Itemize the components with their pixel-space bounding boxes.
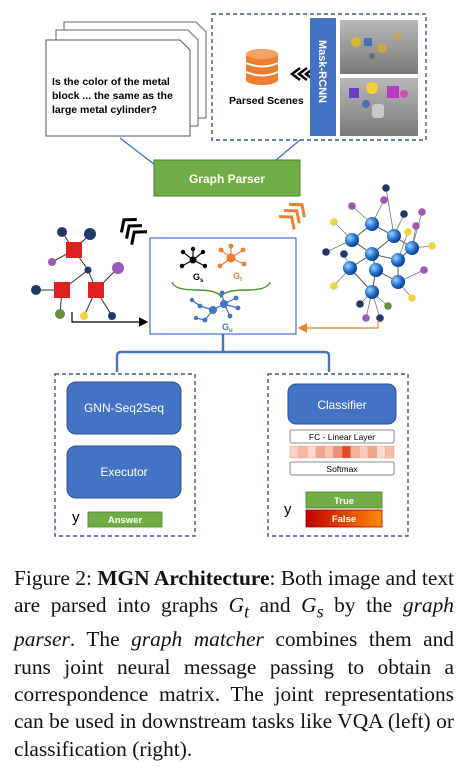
scene-graph-node xyxy=(382,184,390,192)
heatmap-cell xyxy=(385,445,395,459)
text-graph-node xyxy=(88,282,104,298)
heatmap-cell xyxy=(359,445,369,459)
scene-graph-node xyxy=(404,228,412,236)
chevron-down-right-icon xyxy=(278,202,306,230)
heatmap-cell xyxy=(367,445,377,459)
scene-graph-node xyxy=(348,202,356,210)
text-graph-node xyxy=(66,242,82,258)
svg-text:Gs: Gs xyxy=(193,272,204,284)
fc-linear-layer-label: FC - Linear Layer xyxy=(309,432,375,442)
scene-graph-node xyxy=(356,300,364,308)
scene-graph-node xyxy=(408,294,416,302)
scene-image-bottom xyxy=(340,78,418,136)
graph-parser-label: Graph Parser xyxy=(189,172,265,186)
joint-graph-icon: Gu xyxy=(189,290,241,334)
scene-graph xyxy=(322,184,436,322)
scene-graph-node xyxy=(343,261,357,275)
parsed-scenes-label: Parsed Scenes xyxy=(229,95,304,107)
chevron-down-left-icon xyxy=(119,218,148,245)
heatmap-cell xyxy=(341,445,351,459)
heatmap-cell xyxy=(333,445,343,459)
text-graph-node xyxy=(54,282,70,298)
question-line-2: block ... the same as the xyxy=(52,90,173,102)
database-icon xyxy=(245,49,279,85)
scene-graph-node xyxy=(418,208,426,216)
scene-graph-node xyxy=(384,302,392,310)
graph-matcher-box: Gs Gt xyxy=(149,237,297,335)
svg-text:Gt: Gt xyxy=(233,271,242,283)
scene-graph-node xyxy=(412,222,420,230)
scene-graph-node xyxy=(365,247,379,261)
heatmap-cell xyxy=(324,445,334,459)
scene-graph-node xyxy=(400,210,408,218)
scene-graph-node xyxy=(376,314,384,322)
figure-caption: Figure 2: MGN Architecture: Both image a… xyxy=(14,566,454,761)
question-line-3: large metal cylinder? xyxy=(52,104,157,116)
y-label-right: y xyxy=(284,501,292,518)
scene-graph-node xyxy=(369,263,383,277)
scene-graph-edge xyxy=(385,187,395,237)
vqa-task-panel: GNN-Seq2Seq Executor y Answer xyxy=(54,373,196,537)
heatmap-cell xyxy=(376,445,386,459)
caption-graph-parser: graph parser xyxy=(14,593,454,652)
caption-graph-matcher: graph matcher xyxy=(131,627,264,652)
scene-graph-node xyxy=(362,314,370,322)
heatmap-cell xyxy=(298,445,308,459)
scene-graph-node xyxy=(391,275,405,289)
softmax-label: Softmax xyxy=(326,464,358,474)
heatmap-cell xyxy=(350,445,360,459)
task-split-connector xyxy=(115,334,331,372)
svg-text:Gu: Gu xyxy=(222,322,233,334)
scene-graph-node xyxy=(380,196,388,204)
heatmap-cell xyxy=(315,445,325,459)
text-graph-icon: Gs xyxy=(179,246,208,284)
question-document-stack: Is the color of the metal block ... the … xyxy=(45,21,207,137)
scene-graph-node xyxy=(365,285,379,299)
scene-graph-node xyxy=(340,250,348,258)
heatmap-strip xyxy=(289,445,395,459)
scene-graph-node xyxy=(365,217,379,231)
gnn-seq2seq-label: GNN-Seq2Seq xyxy=(84,401,164,415)
text-graph xyxy=(31,227,124,320)
answer-label: Answer xyxy=(108,515,143,526)
classifier-label: Classifier xyxy=(317,398,366,412)
scene-graph-node xyxy=(428,242,436,250)
image-parsing-panel: Parsed Scenes Mask-RCNN xyxy=(211,13,427,141)
scene-graph-node xyxy=(387,229,401,243)
caption-title: MGN Architecture xyxy=(97,566,270,590)
heatmap-cell xyxy=(307,445,317,459)
scene-graph-node xyxy=(322,248,330,256)
graph-parser-box: Graph Parser xyxy=(153,159,301,197)
mask-rcnn-bar xyxy=(310,18,336,136)
heatmap-cell xyxy=(289,445,299,459)
mask-rcnn-label: Mask-RCNN xyxy=(316,40,328,103)
question-line-1: Is the color of the metal xyxy=(52,76,170,88)
classification-task-panel: Classifier FC - Linear Layer Softmax y T… xyxy=(267,373,409,537)
merge-brace xyxy=(171,281,271,299)
architecture-diagram: Is the color of the metal block ... the … xyxy=(31,13,436,537)
true-label: True xyxy=(334,496,354,507)
scene-image-top xyxy=(340,20,418,74)
scene-graph-node xyxy=(391,253,405,267)
scene-graph-node xyxy=(405,241,419,255)
scene-graph-node xyxy=(345,233,359,247)
scene-graph-node xyxy=(330,218,338,226)
executor-label: Executor xyxy=(100,465,147,479)
false-label: False xyxy=(332,514,356,525)
y-label-left: y xyxy=(72,509,80,526)
caption-label: Figure 2: xyxy=(14,566,92,590)
scene-graph-node xyxy=(420,266,428,274)
scene-graph-icon: Gt xyxy=(217,243,247,283)
scene-graph-node xyxy=(330,282,338,290)
